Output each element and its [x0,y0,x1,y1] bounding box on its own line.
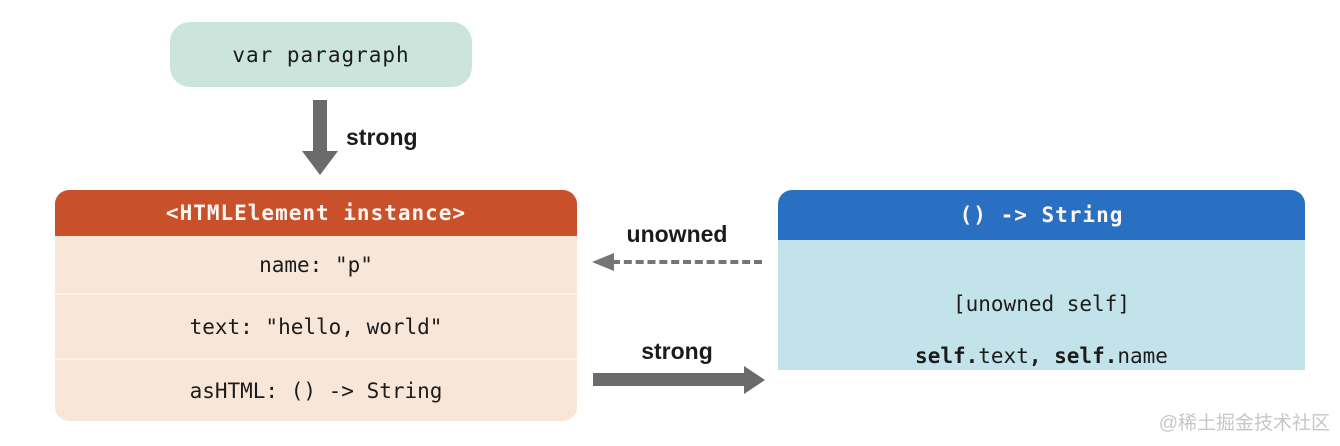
var-paragraph-box: var paragraph [170,22,472,87]
unowned-label: unowned [626,221,728,247]
strong-right-arrow-shaft [593,373,745,386]
closure-self-token: self. [915,344,979,368]
closure-card: () -> String [unowned self] self.text, s… [778,190,1305,408]
closure-card-body: [unowned self] self.text, self.name [778,240,1305,370]
closure-prop-text: text [978,344,1029,368]
closure-prop-name: name [1117,344,1168,368]
watermark: @稀土掘金技术社区 [1158,413,1330,434]
instance-card: <HTMLElement instance> name: "p" text: "… [55,190,577,421]
closure-self-token: self. [1054,344,1118,368]
strong-label-mid: strong [641,338,713,364]
closure-capture-list: [unowned self] [952,292,1130,316]
instance-card-body: name: "p" text: "hello, world" asHTML: (… [55,236,577,421]
instance-property-name: name: "p" [259,252,373,277]
instance-property-text: text: "hello, world" [55,293,577,358]
unowned-dashed-arrow-line [612,260,762,264]
strong-down-arrow-shaft [313,100,327,152]
closure-card-title: () -> String [778,190,1305,240]
closure-separator: , [1028,344,1055,368]
instance-card-title: <HTMLElement instance> [55,190,577,236]
strong-label-top: strong [346,124,418,150]
strong-down-arrow-head [302,151,338,175]
strong-right-arrow-head [744,366,765,394]
instance-property-ashtml: asHTML: () -> String [55,358,577,421]
unowned-arrow-head [592,253,614,271]
closure-body-expression: self.text, self.name [915,342,1168,370]
